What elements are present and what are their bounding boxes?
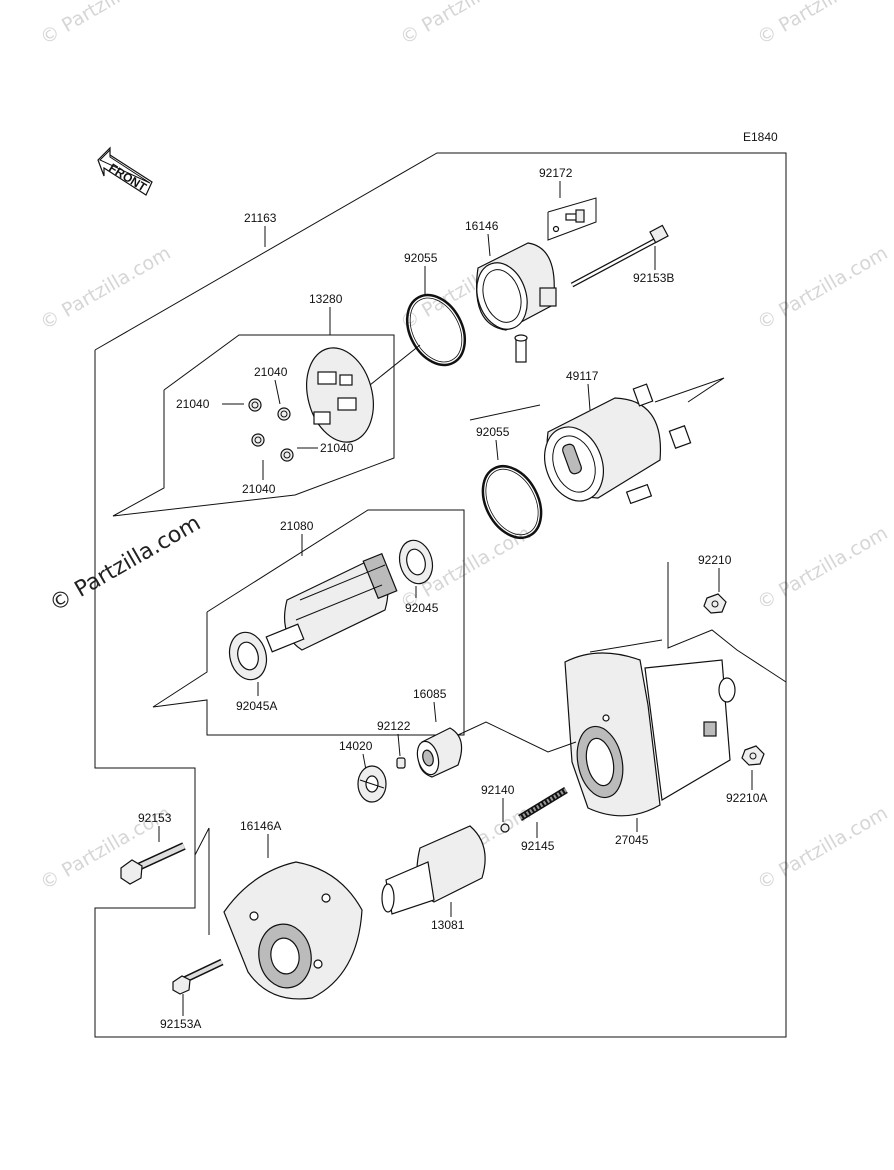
retainer-14020-icon xyxy=(357,765,387,803)
long-bolt-92153B-icon xyxy=(570,224,669,288)
bearing-92045-icon xyxy=(398,539,434,585)
housing-27045-icon xyxy=(564,652,736,817)
part-label-92055-top: 92055 xyxy=(404,251,438,265)
watermark-large: © Partzilla.com xyxy=(46,511,206,618)
front-housing-16146A-icon xyxy=(223,861,363,1000)
part-label-92172: 92172 xyxy=(539,166,573,180)
assembly-outline xyxy=(94,152,787,683)
part-label-92145: 92145 xyxy=(521,839,555,853)
part-label-21040-a: 21040 xyxy=(254,365,288,379)
bolt-92153A-icon xyxy=(172,958,224,995)
pin-92122-icon xyxy=(396,757,406,769)
part-label-92045: 92045 xyxy=(405,601,439,615)
nut-92210-icon xyxy=(703,593,727,614)
part-label-13280: 13280 xyxy=(309,292,343,306)
part-label-92210: 92210 xyxy=(698,553,732,567)
spring-92145-icon xyxy=(518,787,568,821)
part-label-16146: 16146 xyxy=(465,219,499,233)
nut-92210A-icon xyxy=(741,745,765,766)
front-label: FRONT xyxy=(106,161,149,195)
part-label-92153: 92153 xyxy=(138,811,172,825)
part-label-21040-c: 21040 xyxy=(320,441,354,455)
clutch-13081-icon xyxy=(381,825,486,915)
part-label-13081: 13081 xyxy=(431,918,465,932)
armature-21080-icon xyxy=(265,552,398,653)
part-label-92153B: 92153B xyxy=(633,271,674,285)
part-label-92055-mid: 92055 xyxy=(476,425,510,439)
part-label-21163: 21163 xyxy=(244,211,277,225)
part-label-92045A: 92045A xyxy=(236,699,277,713)
part-label-92153A: 92153A xyxy=(160,1017,201,1031)
o-ring-92055-mid-icon xyxy=(481,465,543,539)
watermark: © Partzilla.com xyxy=(37,0,175,49)
part-label-21040-d: 21040 xyxy=(242,482,276,496)
watermark: © Partzilla.com xyxy=(37,242,175,334)
gear-16085-icon xyxy=(416,727,463,778)
part-label-92140: 92140 xyxy=(481,783,515,797)
watermark: © Partzilla.com xyxy=(754,522,892,614)
diagram-code: E1840 xyxy=(743,130,778,144)
watermark: © Partzilla.com xyxy=(754,802,892,894)
bolt-92172-icon xyxy=(552,209,585,233)
yoke-49117-icon xyxy=(544,383,692,505)
part-label-92122: 92122 xyxy=(377,719,411,733)
bearing-92045A-icon xyxy=(228,631,268,681)
ball-92140-icon xyxy=(500,823,510,833)
o-ring-92055-icon xyxy=(405,293,467,367)
spring-21040-icon xyxy=(248,398,294,462)
watermark: © Partzilla.com xyxy=(754,0,892,49)
watermark: © Partzilla.com xyxy=(397,0,535,49)
front-arrow-icon: FRONT xyxy=(97,146,153,196)
part-label-21040-b: 21040 xyxy=(176,397,210,411)
watermark: © Partzilla.com xyxy=(754,242,892,334)
part-label-14020: 14020 xyxy=(339,739,373,753)
part-label-21080: 21080 xyxy=(280,519,314,533)
part-label-16146A: 16146A xyxy=(240,819,281,833)
part-label-92210A: 92210A xyxy=(726,791,767,805)
part-label-16085: 16085 xyxy=(413,687,447,701)
part-label-27045: 27045 xyxy=(615,833,649,847)
bolt-92153-icon xyxy=(120,842,186,885)
brush-holder-13280-icon xyxy=(306,347,374,443)
part-label-49117: 49117 xyxy=(566,369,599,383)
end-cover-16146-icon xyxy=(475,242,557,363)
